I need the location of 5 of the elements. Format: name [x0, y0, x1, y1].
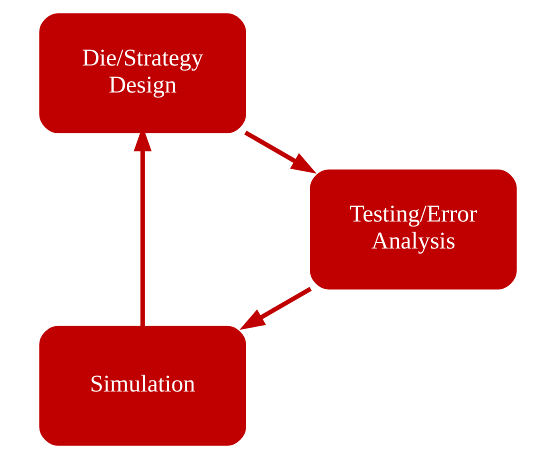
node-box: Testing/Error Analysis — [310, 170, 517, 290]
node-box: Die/Strategy Design — [39, 13, 246, 134]
node-box: Simulation — [39, 326, 246, 446]
arrow — [239, 286, 312, 330]
arrow — [244, 130, 317, 174]
